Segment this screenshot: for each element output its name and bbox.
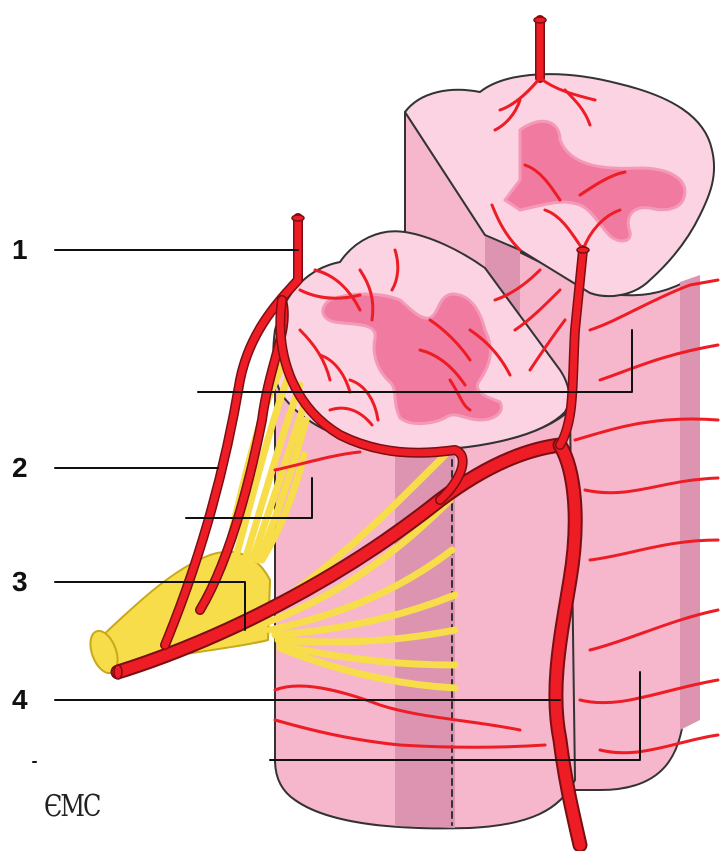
artery-stump-segmental (114, 665, 122, 679)
label-3: 3 (12, 568, 28, 596)
label-2: 2 (12, 454, 28, 482)
label-4: 4 (12, 686, 28, 714)
label-1: 1 (12, 236, 28, 264)
artery-stump-back (577, 247, 589, 253)
artist-signature: ЄMC (44, 789, 99, 824)
artery-stump-radicular (292, 215, 304, 221)
back-cord-shade-right (680, 275, 700, 730)
artery-stump-top (534, 17, 546, 23)
